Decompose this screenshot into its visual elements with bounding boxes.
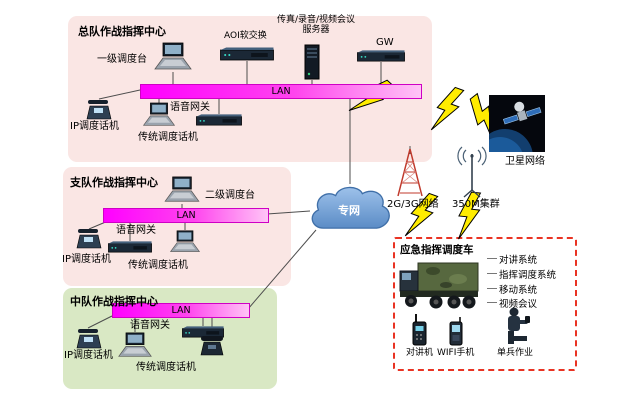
dispatch-console-icon bbox=[152, 42, 194, 72]
voice-gateway-icon bbox=[108, 241, 152, 253]
squadron-trad-phone-label: 传统调度话机 bbox=[136, 362, 196, 373]
detachment-lan-label: LAN bbox=[176, 210, 196, 221]
ip-phone-icon bbox=[86, 99, 112, 120]
server-label: 传真/录音/视频会议 服务器 bbox=[268, 15, 364, 36]
connector-tick bbox=[487, 258, 497, 259]
vehicle-system-item: 移动系统 bbox=[499, 285, 538, 296]
gw-icon bbox=[357, 50, 405, 62]
squadron-voice-gateway-label: 语音网关 bbox=[130, 320, 170, 331]
lightning-icon bbox=[428, 83, 466, 137]
connector-tick bbox=[487, 273, 497, 274]
server-label-line1: 传真/录音/视频会议 bbox=[276, 15, 356, 25]
squadron-lan-bar: LAN bbox=[112, 303, 250, 318]
squadron-title: 中队作战指挥中心 bbox=[70, 295, 158, 308]
soldier-work-label: 单兵作业 bbox=[497, 348, 534, 358]
private-network-cloud bbox=[306, 182, 392, 236]
vehicle-zone bbox=[393, 237, 577, 371]
trunking-network-label: 350M集群 bbox=[452, 199, 500, 210]
corps-console-label: 一级调度台 bbox=[97, 54, 147, 65]
voice-gateway-icon bbox=[196, 114, 242, 126]
softswitch-label: AOI软交换 bbox=[224, 31, 267, 41]
vehicle-title: 应急指挥调度车 bbox=[400, 244, 474, 256]
detachment-trad-phone-label: 传统调度话机 bbox=[128, 260, 188, 271]
walkie-talkie-icon bbox=[412, 313, 428, 346]
connector-tick bbox=[487, 302, 497, 303]
cellular-network-label: 2G/3G网络 bbox=[387, 199, 439, 210]
soldier-icon bbox=[497, 306, 531, 346]
walkie-talkie-label: 对讲机 bbox=[406, 348, 434, 358]
detachment-console-label: 二级调度台 bbox=[205, 190, 255, 201]
trad-console-icon bbox=[116, 332, 154, 359]
softswitch-icon bbox=[220, 47, 274, 61]
ip-phone-icon bbox=[76, 328, 102, 349]
private-network-label: 专网 bbox=[338, 204, 360, 217]
corps-title: 总队作战指挥中心 bbox=[78, 25, 166, 38]
corps-ip-phone-label: IP调度话机 bbox=[70, 121, 119, 132]
trunking-antenna-icon bbox=[452, 146, 492, 198]
command-truck-icon bbox=[398, 257, 483, 312]
server-label-line2: 服务器 bbox=[302, 25, 330, 36]
server-icon bbox=[304, 44, 320, 80]
desk-phone-icon bbox=[200, 334, 224, 356]
corps-trad-phone-label: 传统调度话机 bbox=[138, 132, 198, 143]
dispatch-console-icon bbox=[162, 176, 202, 204]
detachment-voice-gateway-label: 语音网关 bbox=[116, 225, 156, 236]
voice-gateway-icon bbox=[182, 326, 224, 338]
squadron-lan-label: LAN bbox=[171, 305, 191, 316]
ip-phone-icon bbox=[76, 228, 102, 249]
trad-console-icon bbox=[141, 102, 177, 128]
corps-lan-bar: LAN bbox=[140, 84, 422, 99]
vehicle-system-item: 指挥调度系统 bbox=[499, 270, 557, 281]
connector-tick bbox=[487, 288, 497, 289]
vehicle-system-item: 视频会议 bbox=[499, 299, 538, 310]
vehicle-system-item: 对讲系统 bbox=[499, 255, 538, 266]
satellite-icon bbox=[476, 95, 545, 185]
detachment-lan-bar: LAN bbox=[103, 208, 269, 223]
trad-console-icon bbox=[168, 230, 202, 254]
wifi-phone-icon bbox=[448, 316, 464, 346]
gw-label: GW bbox=[376, 37, 394, 48]
corps-voice-gateway-label: 语音网关 bbox=[170, 102, 210, 113]
satellite-network-label: 卫星网络 bbox=[505, 156, 545, 167]
cell-tower-icon bbox=[392, 146, 428, 198]
detachment-ip-phone-label: IP调度话机 bbox=[62, 254, 111, 265]
corps-lan-label: LAN bbox=[271, 86, 291, 97]
squadron-ip-phone-label: IP调度话机 bbox=[64, 350, 113, 361]
detachment-title: 支队作战指挥中心 bbox=[70, 176, 158, 189]
wifi-phone-label: WIFI手机 bbox=[437, 348, 475, 358]
